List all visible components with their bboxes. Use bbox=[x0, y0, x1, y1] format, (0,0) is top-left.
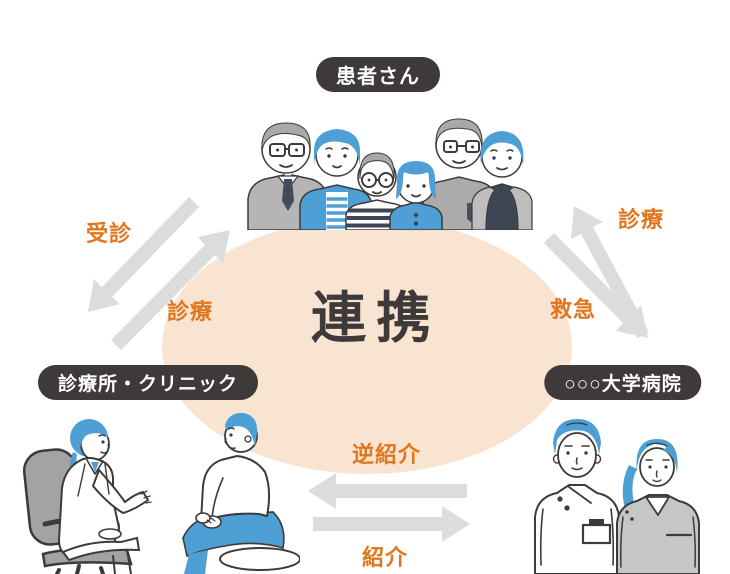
patients-group-illustration bbox=[247, 118, 533, 230]
arrow-shinryo-up-left bbox=[571, 206, 649, 338]
arrow-shokai-right bbox=[313, 506, 470, 542]
flow-label-shinryo-left: 診療 bbox=[167, 299, 214, 324]
doctor-figure bbox=[57, 419, 152, 574]
flow-label-gyaku-shokai: 逆紹介 bbox=[352, 442, 422, 467]
flow-label-shokai: 紹介 bbox=[362, 545, 409, 570]
patient-girl bbox=[389, 161, 443, 230]
flow-label-kyukyu: 救急 bbox=[550, 297, 597, 322]
hospital-doctor-figure bbox=[534, 419, 620, 574]
patient-woman-cardigan bbox=[471, 131, 533, 230]
flow-label-shinryo-right: 診療 bbox=[618, 207, 665, 232]
center-label-renkei: 連携 bbox=[311, 287, 442, 349]
clinic-patient-figure bbox=[182, 412, 300, 574]
clinic-consultation-illustration bbox=[22, 412, 300, 574]
arrow-jushin-down-left bbox=[88, 197, 199, 312]
hospital-staff-illustration bbox=[534, 419, 700, 574]
arrow-kyukyu-down-right bbox=[544, 233, 648, 338]
node-label-clinic: 診療所・クリニック bbox=[37, 365, 259, 400]
node-label-patients: 患者さん bbox=[316, 57, 440, 92]
flow-label-jushin: 受診 bbox=[86, 221, 133, 246]
hospital-nurse-figure bbox=[616, 439, 700, 574]
arrow-shinryo-up-right bbox=[111, 230, 230, 350]
arrow-gyaku-shokai-left bbox=[308, 473, 467, 509]
node-label-hospital: ○○○大学病院 bbox=[544, 365, 702, 400]
